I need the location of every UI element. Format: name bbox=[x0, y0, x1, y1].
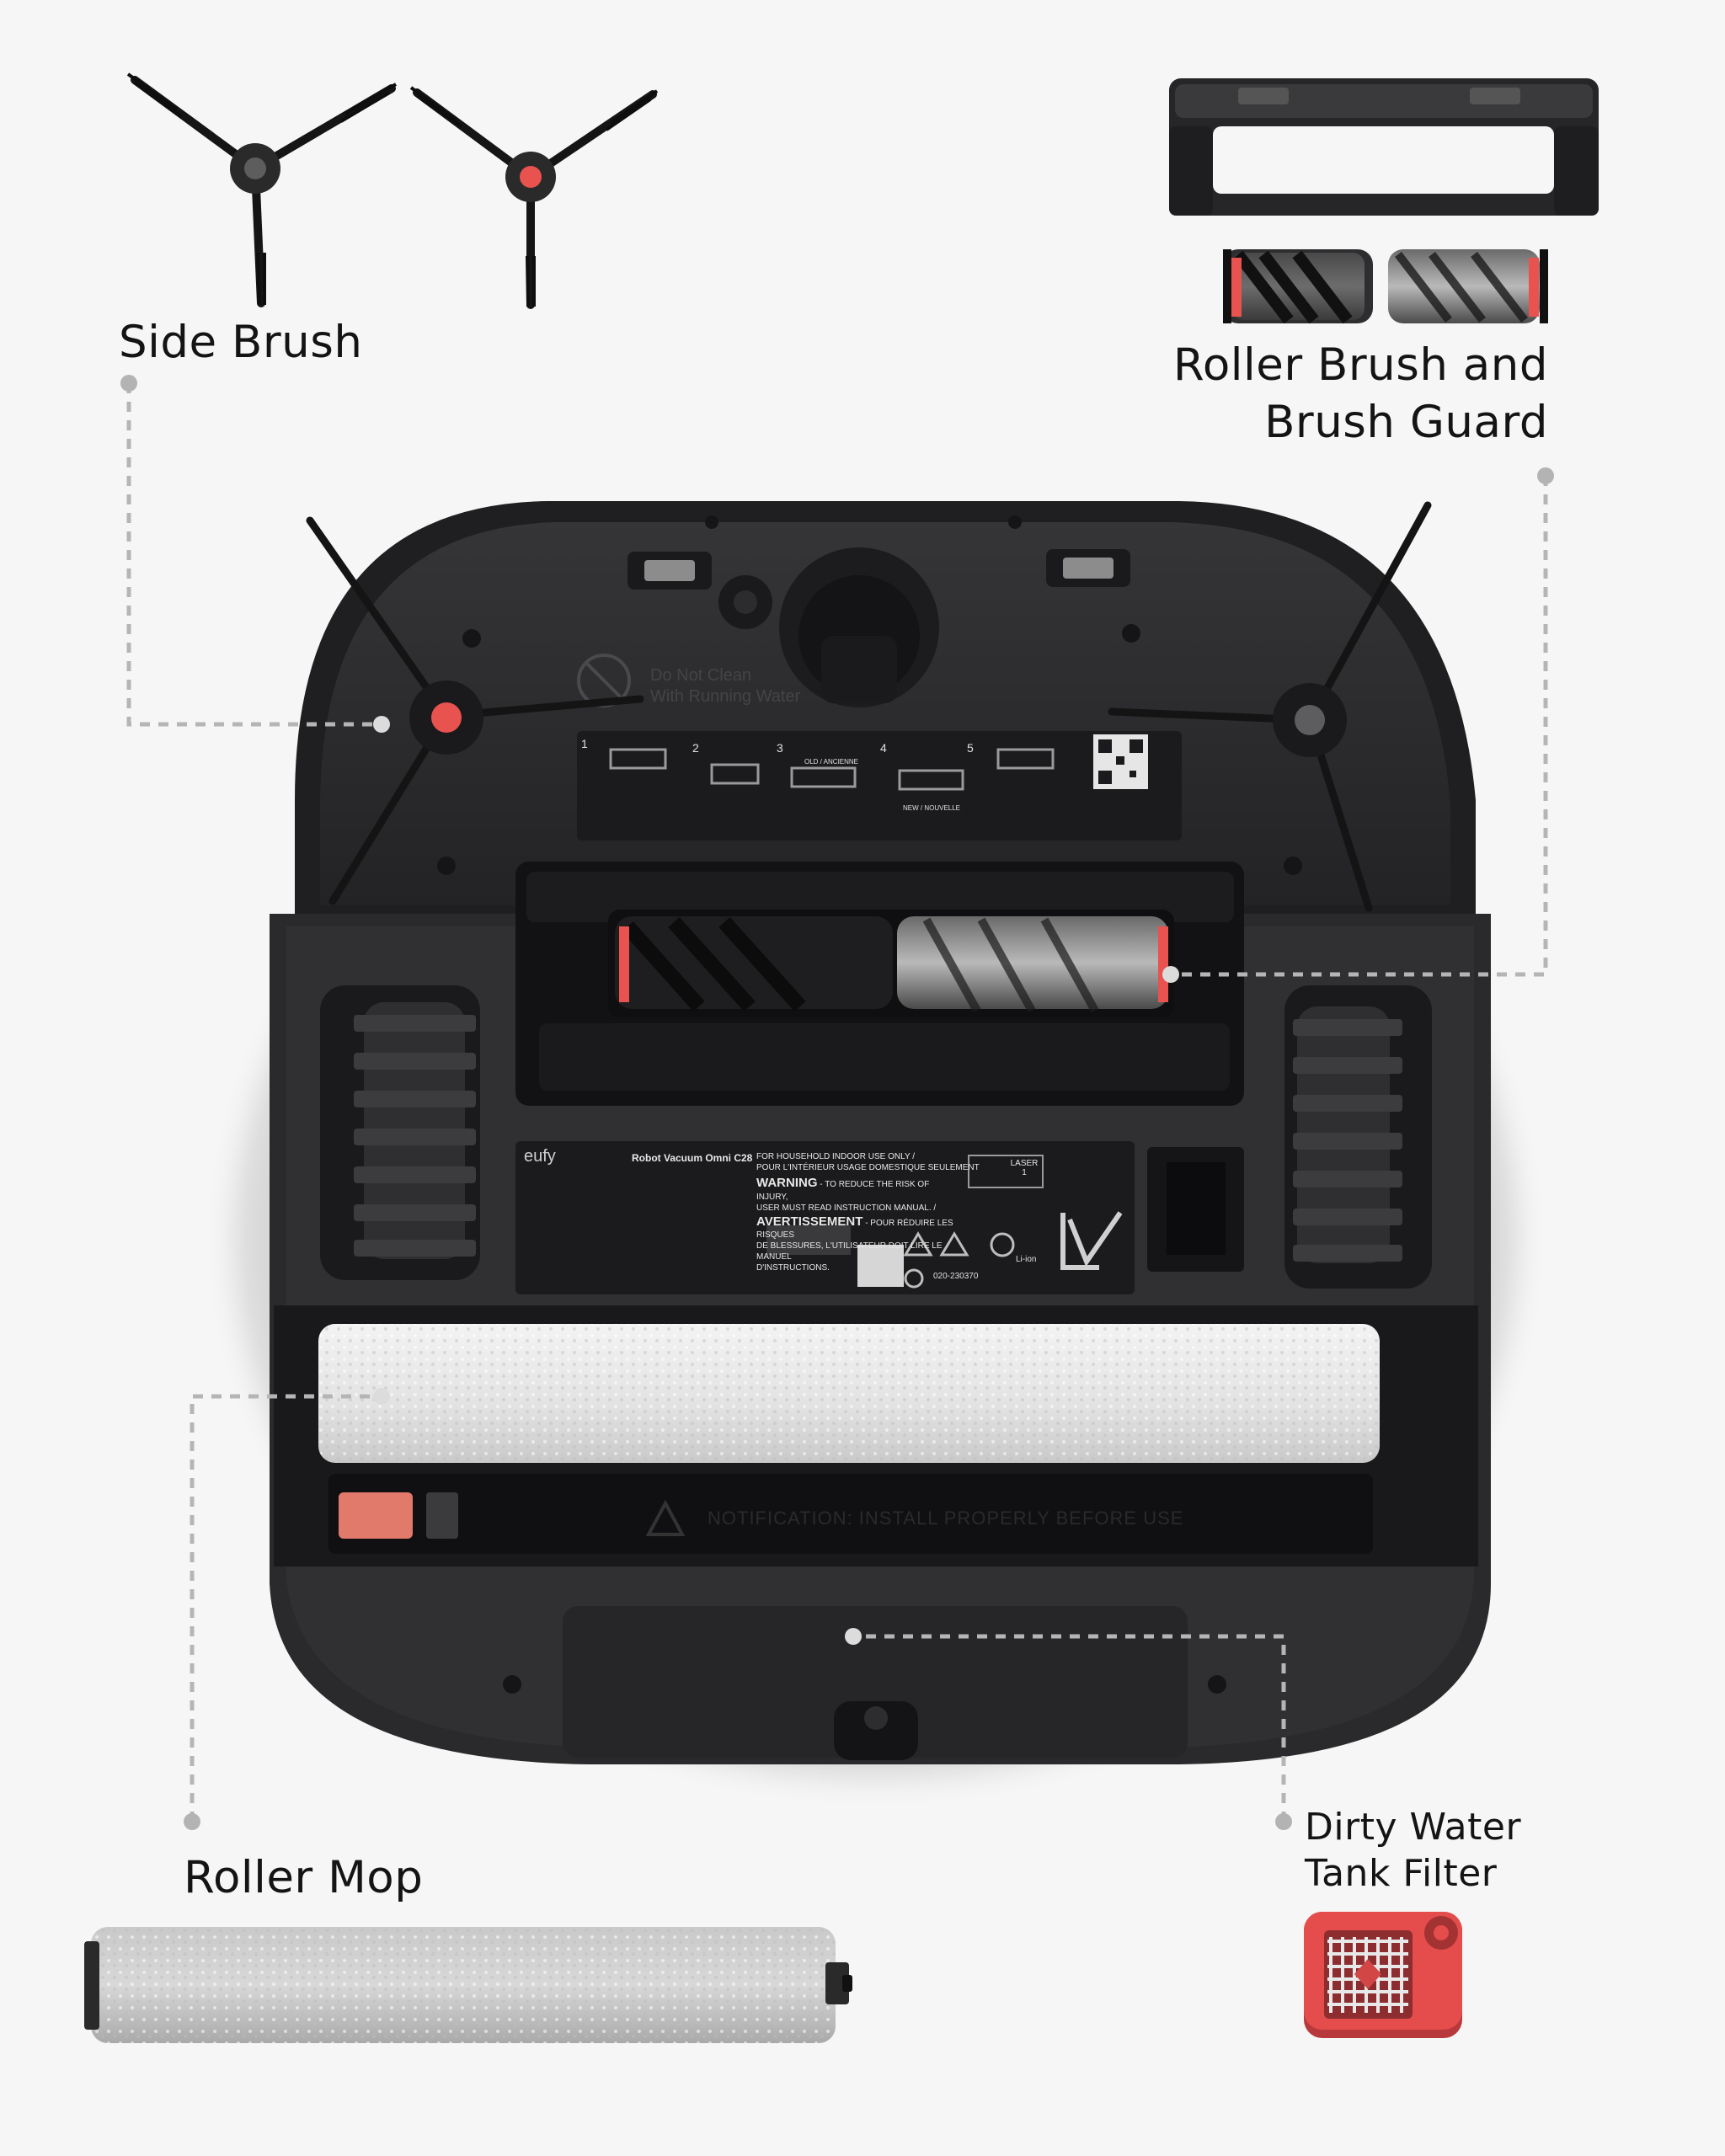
right-drive-wheel bbox=[1284, 985, 1432, 1289]
roller-brush-accessory-left bbox=[1223, 249, 1373, 324]
robot-side-brush-left bbox=[306, 516, 644, 905]
front-caster-wheel bbox=[779, 547, 939, 707]
mop-cover bbox=[328, 1474, 1373, 1554]
label-warning-text2: USER MUST READ INSTRUCTION MANUAL. / bbox=[756, 1203, 937, 1213]
step-1: 1 bbox=[581, 737, 588, 750]
step-4: 4 bbox=[880, 741, 887, 755]
water-warning-line2: With Running Water bbox=[650, 687, 801, 706]
label-avertissement-text: - POUR RÉDUIRE LES RISQUES bbox=[756, 1218, 953, 1241]
side-brush-callout-line bbox=[126, 383, 383, 727]
compliance-check-mark-icon bbox=[1060, 1211, 1123, 1270]
product-label bbox=[515, 1141, 1135, 1294]
tank-filter-callout-dot bbox=[1275, 1813, 1292, 1830]
label-avertissement-text3: D'INSTRUCTIONS. bbox=[756, 1263, 830, 1273]
roller-brush-callout-dot bbox=[1537, 467, 1554, 484]
side-brush-callout-dot bbox=[120, 375, 137, 392]
left-drive-wheel bbox=[320, 985, 480, 1280]
step3-caption: OLD / ANCIENNE bbox=[804, 758, 859, 766]
label-warning-block: WARNING - TO REDUCE THE RISK OF INJURY, … bbox=[756, 1175, 959, 1273]
label-household-line1: FOR HOUSEHOLD INDOOR USE ONLY / bbox=[756, 1152, 915, 1161]
side-brush-label: Side Brush bbox=[119, 317, 363, 368]
mop-release-tab bbox=[339, 1492, 413, 1539]
label-warning-title: WARNING bbox=[756, 1176, 818, 1190]
roller-mop-target-dot bbox=[373, 1388, 390, 1405]
label-household: FOR HOUSEHOLD INDOOR USE ONLY / POUR L'I… bbox=[756, 1152, 980, 1173]
tank-filter-label-line2: Tank Filter bbox=[1305, 1852, 1498, 1895]
instruction-strip bbox=[577, 731, 1182, 841]
robot-vacuum-underside bbox=[270, 501, 1491, 1764]
tank-filter-callout-line bbox=[853, 1634, 1286, 1822]
roller-brush-accessory-right bbox=[1388, 249, 1548, 323]
roller-brush-installed-right bbox=[897, 916, 1168, 1009]
roller-brush-label: Roller Brush and Brush Guard bbox=[1173, 337, 1548, 451]
label-phone: 020-230370 bbox=[933, 1272, 979, 1281]
roller-brush-label-line1: Roller Brush and bbox=[1172, 339, 1548, 391]
water-warning-text: Do Not Clean With Running Water bbox=[650, 665, 800, 707]
roller-mop-callout-dot bbox=[184, 1813, 200, 1830]
label-brand: eufy bbox=[524, 1147, 556, 1166]
label-avertissement-title: AVERTISSEMENT bbox=[756, 1214, 863, 1229]
tank-filter-target-dot bbox=[845, 1628, 862, 1645]
robot-side-brush-right bbox=[1108, 501, 1432, 912]
label-qr-code bbox=[857, 1245, 904, 1287]
warning-triangle-icon bbox=[645, 1499, 686, 1536]
laser-class: 1 bbox=[1022, 1168, 1027, 1177]
roller-brush-target-dot bbox=[1162, 966, 1179, 983]
side-brush-target-dot bbox=[373, 716, 390, 733]
label-avertissement-text2: DE BLESSURES, L'UTILISATEUR DOIT LIRE LE… bbox=[756, 1241, 943, 1262]
brush-guard-accessory bbox=[1169, 78, 1599, 216]
laser-text: LASER bbox=[1010, 1159, 1039, 1168]
tank-filter-label-line1: Dirty Water bbox=[1305, 1806, 1522, 1849]
roller-mop-accessory bbox=[84, 1927, 852, 2043]
tank-filter-label: Dirty Water Tank Filter bbox=[1305, 1804, 1521, 1897]
label-warning-text: - TO REDUCE THE RISK OF INJURY, bbox=[756, 1180, 930, 1202]
label-model: Robot Vacuum Omni C28 bbox=[632, 1152, 753, 1164]
water-warning-line1: Do Not Clean bbox=[650, 666, 752, 685]
callout-lines bbox=[126, 383, 1548, 1822]
laser-badge: LASER 1 bbox=[1007, 1159, 1041, 1177]
label-battery: Li-ion bbox=[1016, 1255, 1037, 1264]
side-brush-accessory-right bbox=[409, 86, 659, 309]
roller-mop-label: Roller Mop bbox=[184, 1852, 424, 1903]
mop-notice: NOTIFICATION: INSTALL PROPERLY BEFORE US… bbox=[708, 1508, 1184, 1529]
step-2: 2 bbox=[692, 741, 699, 755]
side-brush-accessory-left bbox=[126, 72, 398, 307]
step-5: 5 bbox=[967, 741, 974, 755]
step4-caption: NEW / NOUVELLE bbox=[903, 804, 961, 812]
roller-brush-label-line2: Brush Guard bbox=[1264, 396, 1548, 448]
dirty-water-tank bbox=[563, 1606, 1188, 1758]
roller-brush-callout-line bbox=[1171, 476, 1548, 977]
step-3: 3 bbox=[777, 741, 783, 755]
label-household-line2: POUR L'INTÉRIEUR USAGE DOMESTIQUE SEULEM… bbox=[756, 1162, 980, 1172]
tank-filter-accessory bbox=[1304, 1912, 1462, 2038]
